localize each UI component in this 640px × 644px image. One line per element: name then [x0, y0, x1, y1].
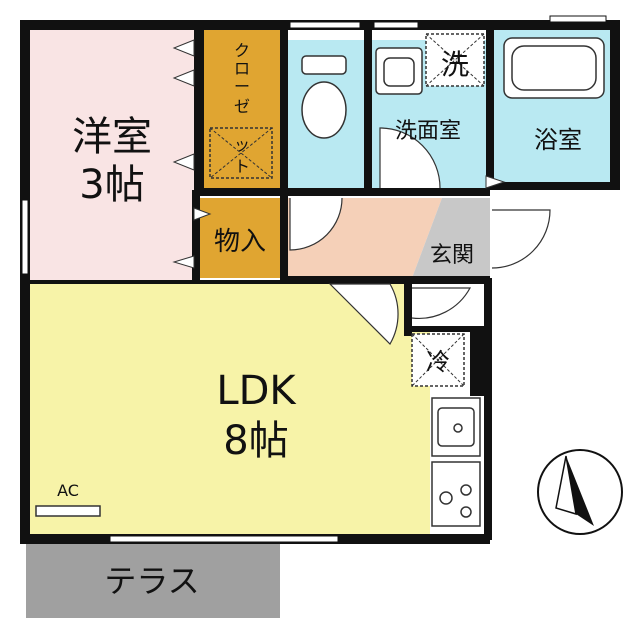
fridge-mark: 冷 [426, 348, 450, 376]
closet-char: ト [234, 157, 250, 176]
ac-label: AC [57, 481, 79, 500]
wash-basin [375, 47, 423, 95]
western-room-name: 洋室 [72, 114, 152, 160]
closet-char: ー [234, 77, 250, 96]
stove [431, 461, 481, 527]
door-swings [289, 127, 551, 345]
closet-char: ゼ [234, 97, 250, 116]
ac-unit [35, 505, 101, 517]
toilet-fixture [301, 55, 347, 139]
ldk-name: LDK [216, 368, 297, 414]
western-room-size: 3帖 [79, 162, 144, 208]
washer-mark: 洗 [441, 48, 469, 81]
storage-name: 物入 [214, 227, 266, 257]
bathroom-name: 浴室 [534, 126, 582, 154]
closet-label: ク ロ ー ゼ ッ ト [234, 41, 250, 176]
terrace-name: テラス [104, 562, 199, 600]
windows [21, 15, 607, 543]
washroom-name: 洗面室 [395, 119, 461, 144]
closet-area [204, 28, 282, 188]
fridge-box [411, 333, 465, 387]
bathtub [503, 37, 605, 99]
ldk-size: 8帖 [223, 418, 288, 464]
washer-box [425, 33, 485, 87]
ldk-area [28, 284, 430, 538]
closet-char: ッ [234, 135, 250, 154]
closet-char: ク [234, 41, 250, 60]
entrance-name: 玄関 [430, 243, 474, 268]
closet-doors [172, 39, 506, 269]
kitchen-sink [431, 397, 481, 457]
storage-area [198, 198, 282, 278]
north-arrow-icon [537, 449, 623, 535]
closet-box [209, 127, 273, 179]
closet-char: ロ [234, 59, 250, 78]
western-room-area [28, 28, 194, 282]
terrace-area [26, 544, 280, 618]
entrance-area [412, 198, 490, 278]
